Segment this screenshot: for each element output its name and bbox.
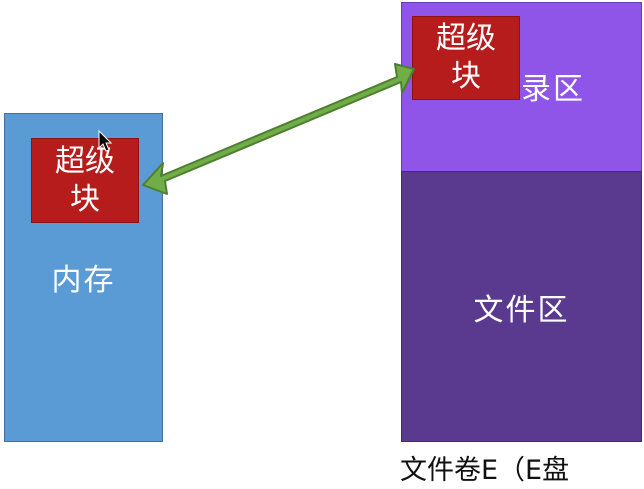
directory-area-label: 录区 xyxy=(521,72,585,107)
memory-superblock: 超级 块 xyxy=(31,138,139,223)
file-area-label: 文件区 xyxy=(473,293,570,328)
memory-label: 内存 xyxy=(51,263,116,298)
file-area xyxy=(401,171,642,442)
double-arrow-icon xyxy=(142,63,415,195)
volume-caption: 文件卷E（E盘 xyxy=(400,455,570,486)
volume-superblock: 超级 块 xyxy=(412,16,520,100)
mouse-cursor-icon xyxy=(98,130,112,152)
